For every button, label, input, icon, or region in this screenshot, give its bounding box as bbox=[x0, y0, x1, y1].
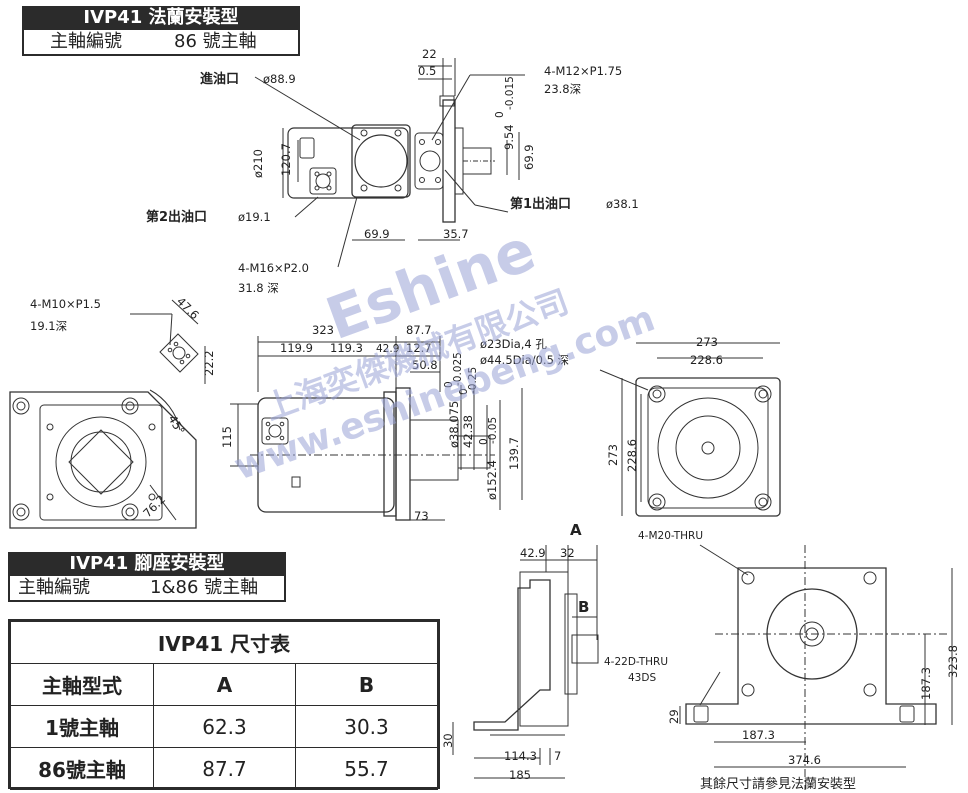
dim-210: ø210 bbox=[251, 149, 265, 178]
table-cell: 30.3 bbox=[295, 705, 438, 748]
dim-9-54: 9.54 bbox=[502, 124, 516, 150]
foot-side-view bbox=[452, 545, 599, 779]
dim-273-left: 273 bbox=[606, 444, 620, 466]
tol-4b: -0.05 bbox=[487, 417, 499, 444]
top-pump-view bbox=[254, 58, 525, 268]
tol-2b: -0.025 bbox=[452, 352, 464, 386]
table-cell: 1號主軸 bbox=[10, 705, 154, 748]
dim-228-6-left: 228.6 bbox=[625, 439, 639, 472]
m20-note: 4-M20-THRU bbox=[638, 530, 703, 542]
dim-152-4: ø152.4 bbox=[485, 460, 499, 500]
dim-69-9-bottom: 69.9 bbox=[364, 227, 390, 241]
flange-shaft-bar: 主軸編號 86 號主軸 bbox=[22, 30, 300, 56]
m12-note: 4-M12×P1.75 bbox=[544, 64, 622, 78]
dimension-table: IVP41 尺寸表 主軸型式 A B 1號主軸 62.3 30.3 86號主軸 … bbox=[8, 619, 440, 790]
foot-shaft-label: 主軸編號 bbox=[18, 577, 90, 598]
dim-273-top: 273 bbox=[696, 335, 718, 349]
table-row: 86號主軸 87.7 55.7 bbox=[10, 747, 438, 790]
inlet-label: 進油口 bbox=[200, 71, 239, 87]
dim-47-6: 47.6 bbox=[174, 294, 202, 322]
dim-119-9: 119.9 bbox=[280, 341, 313, 355]
dim-12-7: 12.7 bbox=[406, 341, 432, 355]
foot-shaft-bar: 主軸編號 1&86 號主軸 bbox=[8, 576, 286, 602]
foot-title: IVP41 腳座安裝型 bbox=[8, 552, 286, 576]
ds43-note: 43DS bbox=[628, 672, 656, 684]
dim-114-3: 114.3 bbox=[504, 749, 537, 763]
dim-38-075: ø38.075 bbox=[447, 401, 461, 448]
footer-note: 其餘尺寸請參見法蘭安裝型 bbox=[700, 776, 856, 792]
spot-note: ø44.5Dia/0.5 深 bbox=[480, 353, 569, 367]
holes-note: ø23Dia,4 孔 bbox=[480, 337, 547, 351]
dim-22-2: 22.2 bbox=[202, 350, 216, 376]
flange-title: IVP41 法蘭安裝型 bbox=[22, 6, 300, 30]
m10-note: 4-M10×P1.5 bbox=[30, 297, 101, 311]
dim-35-7: 35.7 bbox=[443, 227, 469, 241]
dim-185: 185 bbox=[509, 768, 531, 782]
dim-228-6-top: 228.6 bbox=[690, 353, 723, 367]
m16-note: 4-M16×P2.0 bbox=[238, 261, 309, 275]
flange-shaft-value: 86 號主軸 bbox=[174, 31, 257, 52]
dim-22: 22 bbox=[422, 47, 437, 61]
outlet2-label: 第2出油口 bbox=[146, 209, 207, 225]
dim-69-9-right: 69.9 bbox=[522, 144, 536, 170]
m10-depth: 19.1深 bbox=[30, 319, 67, 333]
outlet1-size: ø38.1 bbox=[606, 197, 639, 211]
dim-B: B bbox=[578, 598, 589, 616]
left-front-view bbox=[9, 299, 206, 529]
tol-3a: 0 bbox=[458, 388, 470, 395]
dim-115: 115 bbox=[220, 426, 234, 448]
dim-120-7: 120.7 bbox=[279, 143, 293, 176]
outlet2-size: ø19.1 bbox=[238, 210, 271, 224]
table-cell: 55.7 bbox=[295, 747, 438, 790]
tol-1b: -0.015 bbox=[504, 76, 516, 110]
dim-187-3-bottom: 187.3 bbox=[742, 728, 775, 742]
outlet1-label: 第1出油口 bbox=[510, 196, 571, 212]
dim-29: 29 bbox=[667, 709, 681, 724]
tol-2a: 0 bbox=[443, 381, 455, 388]
flange-shaft-label: 主軸編號 bbox=[50, 31, 122, 52]
table-cell: 87.7 bbox=[153, 747, 296, 790]
foot-shaft-value: 1&86 號主軸 bbox=[150, 577, 259, 598]
center-side-view bbox=[230, 336, 523, 521]
right-front-view bbox=[599, 342, 781, 517]
dim-7: 7 bbox=[554, 749, 561, 763]
dim-32: 32 bbox=[560, 546, 575, 560]
dim-119-3: 119.3 bbox=[330, 341, 363, 355]
dim-42-9-foot: 42.9 bbox=[520, 546, 546, 560]
dim-45: 45° bbox=[165, 413, 187, 438]
m12-depth: 23.8深 bbox=[544, 82, 581, 96]
dim-374-6: 374.6 bbox=[788, 753, 821, 767]
tol-3b: -0.25 bbox=[467, 367, 479, 394]
dim-42-38: 42.38 bbox=[461, 415, 475, 448]
dim-30: 30 bbox=[441, 733, 455, 748]
inlet-size: ø88.9 bbox=[263, 72, 296, 86]
dim-87-7: 87.7 bbox=[406, 323, 432, 337]
thru22-note: 4-22D-THRU bbox=[604, 656, 668, 668]
dim-76-2: 76.2 bbox=[140, 492, 168, 520]
dim-0-5: 0.5 bbox=[418, 64, 436, 78]
dim-323: 323 bbox=[312, 323, 334, 337]
dim-323-8: 323.8 bbox=[946, 645, 960, 678]
dim-73: 73 bbox=[414, 509, 429, 523]
dim-A: A bbox=[570, 521, 582, 539]
dim-42-9: 42.9 bbox=[376, 343, 399, 355]
m16-depth: 31.8 深 bbox=[238, 281, 279, 295]
tol-4a: 0 bbox=[478, 438, 490, 445]
dim-187-3-right: 187.3 bbox=[919, 667, 933, 700]
foot-front-view bbox=[679, 544, 953, 790]
tol-1a: 0 bbox=[494, 111, 506, 118]
dim-50-8: 50.8 bbox=[412, 358, 438, 372]
dim-139-7: 139.7 bbox=[507, 437, 521, 470]
